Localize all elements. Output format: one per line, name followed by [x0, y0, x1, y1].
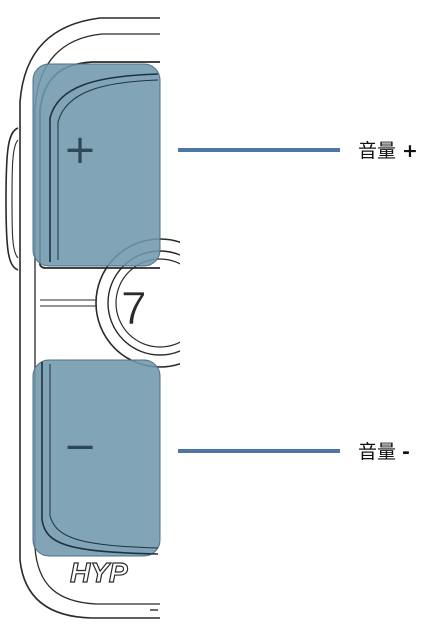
- volume-down-inner-edge-2: [49, 364, 159, 549]
- volume-up-callout-line: [178, 148, 340, 152]
- plus-icon: +: [63, 127, 97, 173]
- volume-up-label-sign: +: [402, 140, 418, 162]
- volume-down-inner-edge: [41, 362, 159, 555]
- center-dial-inner: [115, 258, 180, 348]
- volume-up-highlight: [32, 63, 161, 267]
- volume-up-label-text: 音量: [358, 140, 397, 162]
- side-clip: [5, 127, 19, 271]
- brand-logo-text: HYP: [70, 557, 128, 588]
- device-inner-shell: [34, 33, 160, 605]
- center-dial-digit: 7: [121, 282, 147, 334]
- volume-down-callout-line: [178, 449, 340, 453]
- volume-down-label-sign: -: [402, 441, 410, 463]
- volume-up-inner-edge: [49, 73, 159, 262]
- volume-down-label-text: 音量: [358, 441, 397, 463]
- controller-illustration: 7 + − HYP: [5, 17, 180, 619]
- side-clip-inner: [11, 139, 19, 259]
- device-outer-shell: [19, 17, 160, 619]
- volume-down-highlight: [32, 359, 161, 557]
- volume-up-button[interactable]: +: [32, 61, 161, 269]
- minus-icon: −: [63, 424, 97, 470]
- volume-up-callout-label: 音量+: [358, 136, 418, 163]
- volume-up-inner-edge-2: [57, 79, 159, 260]
- volume-down-button[interactable]: −: [32, 359, 161, 557]
- volume-down-callout-label: 音量-: [358, 437, 410, 464]
